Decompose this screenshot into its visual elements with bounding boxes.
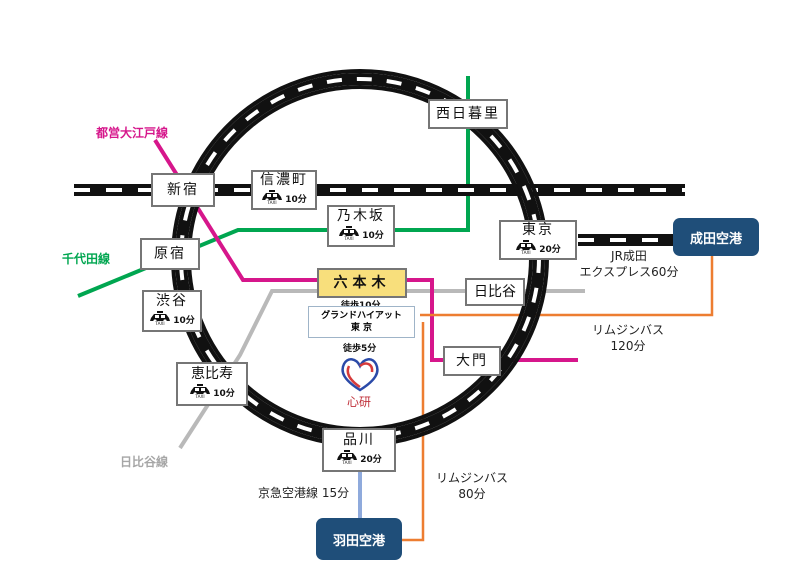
label-line: 80分 — [458, 487, 486, 501]
taxi-info: TAXI 10分 — [261, 189, 307, 208]
station-shinanomachi[interactable]: 信濃町 TAXI 10分 — [251, 170, 317, 210]
station-nogizaka[interactable]: 乃木坂 TAXI 10分 — [327, 205, 395, 247]
airport-haneda[interactable]: 羽田空港 — [316, 518, 402, 560]
station-name: 原宿 — [154, 246, 186, 262]
heart-logo-icon — [341, 358, 379, 392]
label-line: エクスプレス60分 — [579, 265, 679, 279]
station-name: 六本木 — [333, 275, 391, 291]
hotel-name: グランドハイアット — [321, 311, 402, 321]
station-name: 品川 — [343, 432, 375, 448]
station-hibiya[interactable]: 日比谷 — [465, 278, 525, 306]
taxi-time: 10分 — [173, 316, 195, 326]
svg-text:TAXI: TAXI — [521, 250, 531, 254]
hotel-grand-hyatt[interactable]: グランドハイアット 東 京 — [308, 306, 415, 338]
taxi-time: 20分 — [539, 245, 561, 255]
label-hibiya-line: 日比谷線 — [120, 455, 169, 469]
walk-time-bottom: 徒歩5分 — [343, 344, 377, 354]
station-name: 渋谷 — [156, 293, 188, 309]
station-shibuya[interactable]: 渋谷 TAXI 10分 — [142, 290, 202, 332]
taxi-info: TAXI 10分 — [149, 310, 195, 329]
svg-text:TAXI: TAXI — [342, 460, 352, 464]
label-limousine-narita: リムジンバス 120分 — [580, 322, 676, 354]
label-line: リムジンバス — [591, 323, 664, 337]
taxi-time: 10分 — [285, 195, 307, 205]
svg-text:TAXI: TAXI — [195, 394, 205, 398]
taxi-icon: TAXI — [149, 310, 171, 329]
taxi-icon: TAXI — [336, 449, 358, 468]
station-nishinippori[interactable]: 西日暮里 — [428, 99, 508, 129]
label-chiyoda-line: 千代田線 — [62, 252, 111, 266]
station-name: 恵比寿 — [191, 366, 233, 382]
limousine-route-haneda — [400, 322, 425, 542]
station-roppongi[interactable]: 六本木 — [317, 268, 407, 298]
hotel-location: 東 京 — [350, 323, 373, 333]
station-name: 信濃町 — [260, 172, 308, 188]
label-limousine-haneda: リムジンバス 80分 — [424, 470, 520, 502]
label-narita-express: JR成田 エクスプレス60分 — [574, 248, 684, 280]
label-line: 120分 — [610, 339, 646, 353]
airport-narita[interactable]: 成田空港 — [673, 218, 759, 256]
taxi-icon: TAXI — [338, 225, 360, 244]
limousine-route-narita — [420, 256, 714, 317]
station-name: 新宿 — [167, 182, 199, 198]
taxi-icon: TAXI — [261, 189, 283, 208]
station-name: 西日暮里 — [436, 106, 500, 122]
svg-text:TAXI: TAXI — [155, 321, 165, 325]
station-ebisu[interactable]: 恵比寿 TAXI 10分 — [176, 362, 248, 406]
taxi-info: TAXI 20分 — [336, 449, 382, 468]
station-name: 大門 — [456, 353, 488, 369]
taxi-info: TAXI 20分 — [515, 239, 561, 258]
station-shinjuku[interactable]: 新宿 — [151, 173, 215, 207]
station-tokyo[interactable]: 東京 TAXI 20分 — [499, 220, 577, 260]
station-harajuku[interactable]: 原宿 — [140, 238, 200, 270]
taxi-time: 10分 — [362, 231, 384, 241]
station-name: 東京 — [522, 222, 554, 238]
taxi-time: 20分 — [360, 455, 382, 465]
taxi-icon: TAXI — [515, 239, 537, 258]
taxi-info: TAXI 10分 — [338, 225, 384, 244]
station-name: 日比谷 — [474, 284, 516, 300]
station-daimon[interactable]: 大門 — [443, 346, 501, 376]
label-line: JR成田 — [611, 249, 647, 263]
label-oedo-line: 都営大江戸線 — [96, 126, 169, 140]
logo-text: 心研 — [347, 395, 372, 409]
label-line: リムジンバス — [435, 471, 508, 485]
taxi-time: 10分 — [213, 389, 235, 399]
taxi-info: TAXI 10分 — [189, 383, 235, 402]
taxi-icon: TAXI — [189, 383, 211, 402]
svg-text:TAXI: TAXI — [267, 200, 277, 204]
station-shinagawa[interactable]: 品川 TAXI 20分 — [322, 428, 396, 472]
svg-text:TAXI: TAXI — [344, 236, 354, 240]
station-name: 乃木坂 — [337, 208, 385, 224]
label-keikyu: 京急空港線 15分 — [258, 486, 350, 500]
